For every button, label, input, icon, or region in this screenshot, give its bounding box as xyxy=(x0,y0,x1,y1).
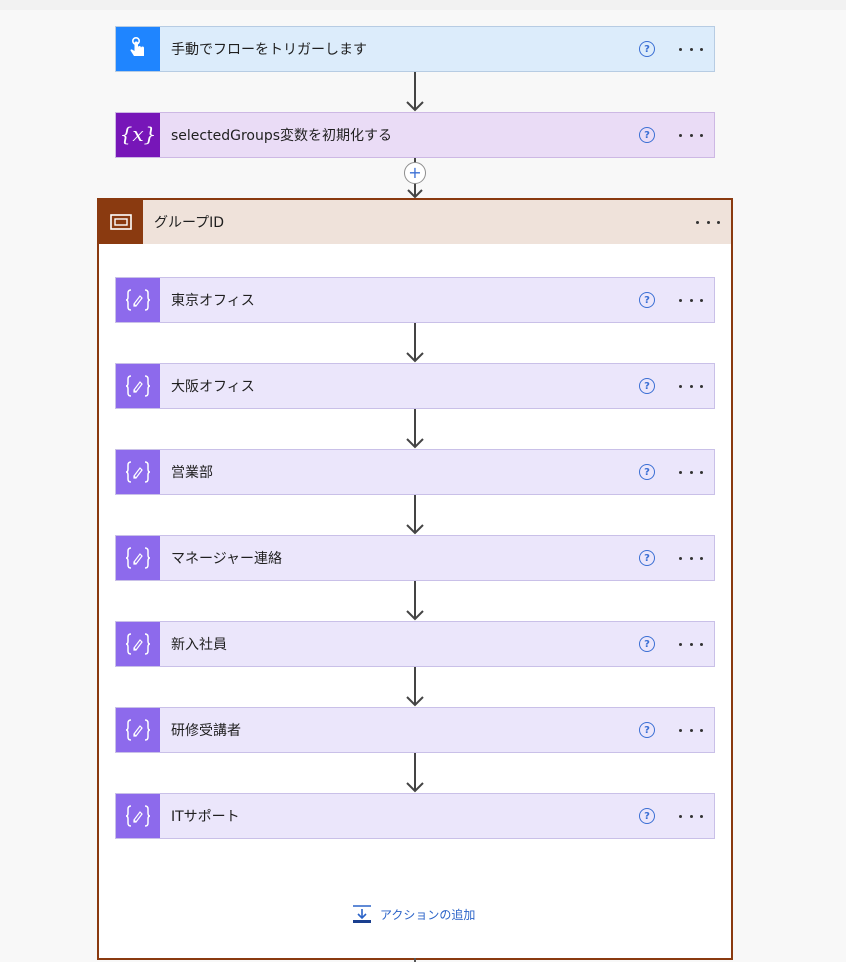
connector-arrow xyxy=(406,495,424,535)
compose-icon xyxy=(116,708,160,752)
connector-line xyxy=(414,958,416,962)
compose-icon xyxy=(116,278,160,322)
compose-icon xyxy=(116,622,160,666)
compose-action-card[interactable]: 営業部? xyxy=(115,449,715,495)
help-icon[interactable]: ? xyxy=(639,808,655,824)
help-icon[interactable]: ? xyxy=(639,292,655,308)
compose-icon xyxy=(116,364,160,408)
svg-text:{x}: {x} xyxy=(121,122,155,146)
compose-icon xyxy=(116,794,160,838)
connector-arrow xyxy=(406,581,424,621)
insert-step-button[interactable]: + xyxy=(404,162,426,184)
more-options-icon[interactable] xyxy=(679,47,703,51)
compose-action-card[interactable]: 研修受講者? xyxy=(115,707,715,753)
connector-arrow xyxy=(406,323,424,363)
more-options-icon[interactable] xyxy=(679,298,703,302)
touch-hand-icon xyxy=(116,27,160,71)
init-variable-card[interactable]: {x} selectedGroups変数を初期化する ? xyxy=(115,112,715,158)
more-options-icon[interactable] xyxy=(679,814,703,818)
compose-icon xyxy=(116,450,160,494)
more-options-icon[interactable] xyxy=(679,728,703,732)
compose-action-card[interactable]: 新入社員? xyxy=(115,621,715,667)
compose-action-title: 大阪オフィス xyxy=(171,379,255,395)
connector-arrow xyxy=(406,72,424,112)
help-icon[interactable]: ? xyxy=(639,636,655,652)
connector-arrow xyxy=(406,753,424,793)
add-action-button[interactable]: アクションの追加 xyxy=(352,904,475,924)
compose-action-title: 研修受講者 xyxy=(171,723,241,739)
help-icon[interactable]: ? xyxy=(639,41,655,57)
scope-header[interactable]: グループID xyxy=(99,200,731,244)
compose-action-title: マネージャー連絡 xyxy=(171,551,283,567)
help-icon[interactable]: ? xyxy=(639,127,655,143)
top-band xyxy=(0,0,846,10)
help-icon[interactable]: ? xyxy=(639,722,655,738)
add-action-icon xyxy=(353,905,371,923)
more-options-icon[interactable] xyxy=(696,220,720,224)
compose-action-card[interactable]: 大阪オフィス? xyxy=(115,363,715,409)
compose-action-card[interactable]: マネージャー連絡? xyxy=(115,535,715,581)
help-icon[interactable]: ? xyxy=(639,378,655,394)
more-options-icon[interactable] xyxy=(679,384,703,388)
help-icon[interactable]: ? xyxy=(639,464,655,480)
more-options-icon[interactable] xyxy=(679,470,703,474)
compose-icon xyxy=(116,536,160,580)
compose-action-card[interactable]: ITサポート? xyxy=(115,793,715,839)
trigger-card[interactable]: 手動でフローをトリガーします ? xyxy=(115,26,715,72)
help-icon[interactable]: ? xyxy=(639,550,655,566)
compose-action-title: 新入社員 xyxy=(171,637,227,653)
init-variable-title: selectedGroups変数を初期化する xyxy=(171,128,393,144)
scope-icon xyxy=(99,200,143,244)
trigger-title: 手動でフローをトリガーします xyxy=(171,42,367,58)
connector-arrow xyxy=(406,667,424,707)
more-options-icon[interactable] xyxy=(679,556,703,560)
compose-action-title: 東京オフィス xyxy=(171,293,255,309)
connector-arrow xyxy=(406,409,424,449)
add-action-label: アクションの追加 xyxy=(380,907,476,922)
variable-x-icon: {x} xyxy=(116,113,160,157)
more-options-icon[interactable] xyxy=(679,133,703,137)
more-options-icon[interactable] xyxy=(679,642,703,646)
compose-action-title: 営業部 xyxy=(171,465,213,481)
compose-action-title: ITサポート xyxy=(171,809,240,825)
scope-title: グループID xyxy=(154,215,225,231)
compose-action-card[interactable]: 東京オフィス? xyxy=(115,277,715,323)
